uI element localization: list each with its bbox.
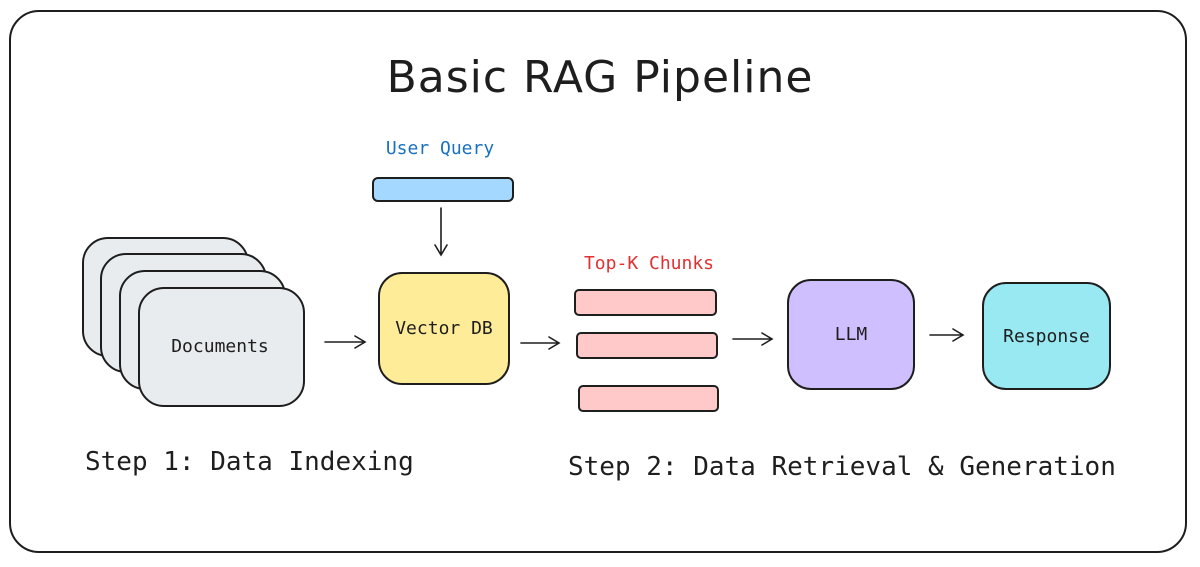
chunk-bar bbox=[576, 332, 718, 359]
chunk-bar bbox=[574, 289, 717, 316]
chunk-bar bbox=[578, 385, 719, 412]
vector-db-node: Vector DB bbox=[378, 272, 510, 385]
user-query-label: User Query bbox=[385, 138, 495, 159]
diagram-title: Basic RAG Pipeline bbox=[386, 52, 814, 103]
llm-label: LLM bbox=[834, 324, 868, 345]
vector-db-label: Vector DB bbox=[395, 318, 493, 339]
response-label: Response bbox=[1003, 325, 1090, 347]
document-card bbox=[138, 287, 305, 407]
documents-label: Documents bbox=[171, 335, 269, 357]
step-1-label: Step 1: Data Indexing bbox=[85, 447, 414, 477]
step-2-label: Step 2: Data Retrieval & Generation bbox=[568, 452, 1116, 482]
response-node: Response bbox=[982, 282, 1111, 390]
llm-node: LLM bbox=[787, 279, 915, 390]
top-k-chunks-label: Top-K Chunks bbox=[583, 253, 715, 274]
user-query-bar bbox=[372, 177, 514, 202]
